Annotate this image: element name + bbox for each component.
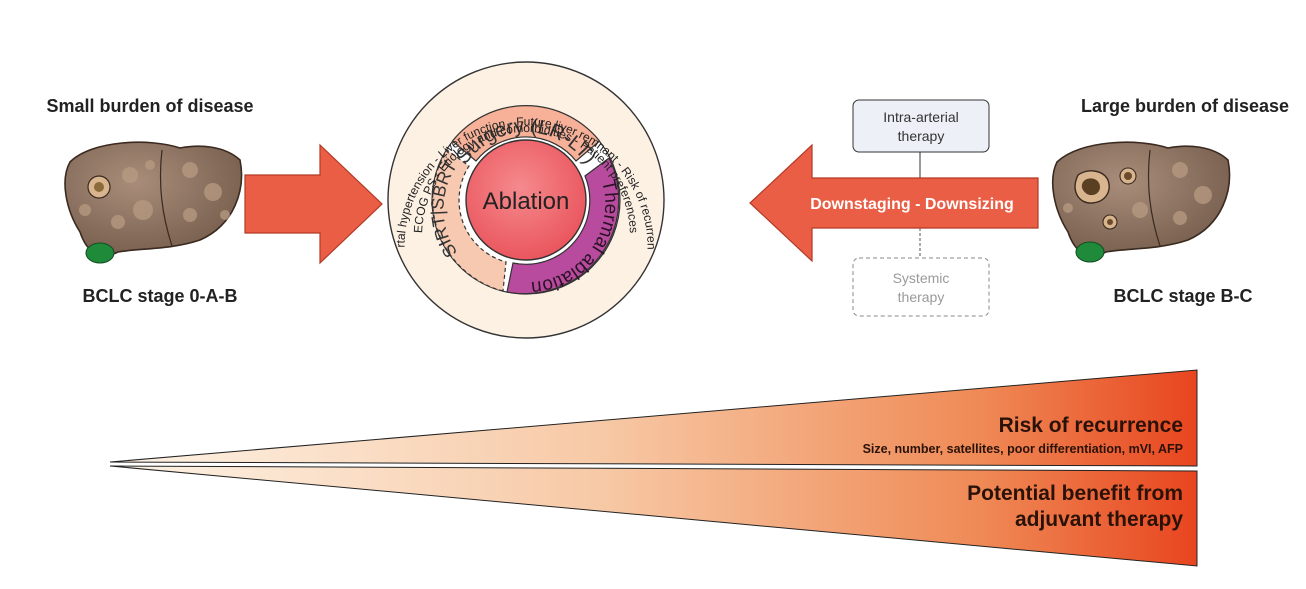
- sirt-segment: [432, 149, 507, 292]
- thermal-segment: [506, 157, 620, 295]
- intra-arterial-box: [852, 99, 990, 153]
- benefit-title-line2: adjuvant therapy: [1015, 508, 1183, 531]
- systemic-box: [852, 257, 990, 317]
- systemic-line2: therapy: [898, 289, 945, 305]
- intra-arterial-line1: Intra-arterial: [883, 109, 958, 125]
- liver-illustration-right: [1051, 141, 1231, 263]
- surgery-segment: [451, 105, 601, 162]
- downstaging-label: Downstaging - Downsizing: [810, 196, 1014, 213]
- intra-arterial-line2: therapy: [898, 128, 945, 144]
- recurrence-factors: Size, number, satellites, poor different…: [863, 442, 1183, 456]
- ablation-label: Ablation: [483, 188, 570, 215]
- systemic-line1: Systemic: [893, 270, 950, 286]
- recurrence-wedge: [109, 369, 1198, 467]
- downstaging-arrow: [749, 143, 1039, 263]
- left-stage-label: BCLC stage 0-A-B: [82, 286, 237, 306]
- recurrence-title: Risk of recurrence: [999, 414, 1183, 437]
- right-stage-label: BCLC stage B-C: [1113, 286, 1252, 306]
- right-heading: Large burden of disease: [1081, 96, 1289, 116]
- liver-illustration-left: [64, 141, 243, 264]
- ablation-core: [465, 139, 587, 261]
- left-heading: Small burden of disease: [46, 96, 253, 116]
- benefit-title-line1: Potential benefit from: [967, 482, 1183, 505]
- left-arrow: [244, 143, 383, 265]
- benefit-wedge: [109, 465, 1198, 567]
